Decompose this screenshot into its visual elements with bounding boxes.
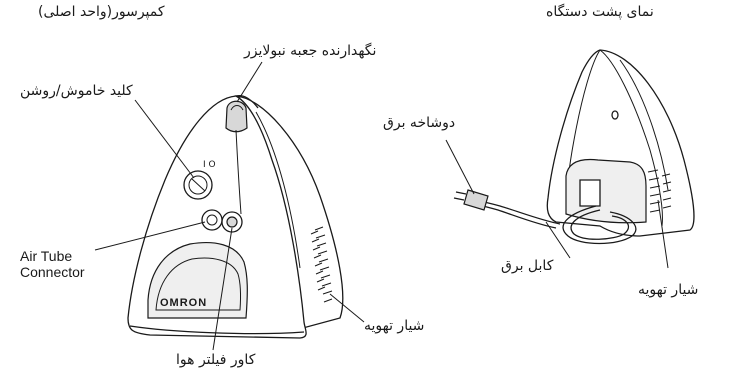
air-tube-connector-part xyxy=(202,210,222,230)
brand-logo: OMRON xyxy=(160,297,207,309)
switch-marks: I O xyxy=(203,160,216,170)
compressor-back-view xyxy=(454,50,694,244)
label-air-filter-cover: کاور فیلتر هوا xyxy=(176,352,255,368)
power-switch-knob xyxy=(184,171,212,199)
label-power-cable: کابل برق xyxy=(501,258,553,274)
label-air-tube-line2: Connector xyxy=(20,264,85,280)
label-vent-back: شیار تهویه xyxy=(638,282,698,298)
label-nebulizer-holder: نگهدارنده جعبه نبولایزر xyxy=(244,43,376,59)
title-compressor: کمپرسور(واحد اصلی) xyxy=(38,4,165,20)
label-vent-front: شیار تهویه xyxy=(364,318,424,334)
label-air-tube-line1: Air Tube xyxy=(20,248,72,264)
label-power-switch: کلید خاموش/روشن xyxy=(20,83,133,99)
power-plug-part xyxy=(454,190,488,210)
label-power-plug: دوشاخه برق xyxy=(383,115,455,131)
title-back-view: نمای پشت دستگاه xyxy=(546,4,654,20)
compressor-front-view: I O OMRON xyxy=(128,96,343,338)
